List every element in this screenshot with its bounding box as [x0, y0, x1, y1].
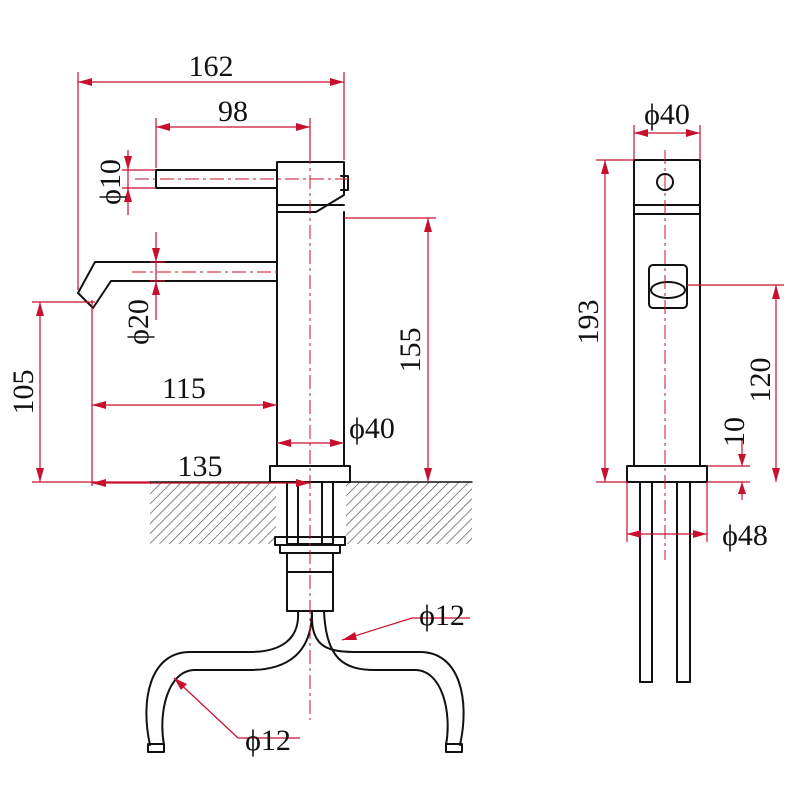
dim-handle-length: 98: [155, 95, 311, 168]
dim-text-phi20: ϕ20: [122, 299, 155, 345]
front-view: 162 98 ϕ10 ϕ20: [7, 50, 473, 757]
supply-hoses: [145, 610, 465, 753]
dim-overall-reach: 162: [77, 50, 345, 290]
dim-text-10: 10: [718, 417, 751, 447]
faucet-body: [276, 211, 345, 467]
dim-text-155: 155: [394, 328, 427, 373]
dim-body-height: 155: [344, 217, 436, 482]
dim-outlet-height: 120: [687, 284, 784, 482]
side-body: [626, 159, 708, 683]
dim-spout-diameter: ϕ20: [122, 232, 165, 345]
dim-text-phi12-left: ϕ12: [245, 724, 291, 757]
spout: [77, 261, 278, 309]
dim-text-phi48: ϕ48: [722, 519, 768, 552]
dim-spout-height: 105: [7, 301, 150, 483]
dim-top-diameter: ϕ40: [633, 98, 701, 160]
dim-text-phi12-right: ϕ12: [419, 599, 465, 632]
dim-text-120: 120: [744, 358, 777, 403]
dim-base-height: 10: [707, 417, 751, 500]
dim-text-193: 193: [572, 300, 605, 345]
dim-text-162: 162: [189, 50, 234, 83]
side-view: ϕ40 193 120 10: [572, 98, 784, 683]
handle-lever: [155, 161, 349, 213]
dim-text-135: 135: [178, 450, 223, 483]
dim-overall-height: 193: [572, 159, 634, 483]
countertop-section: [149, 481, 473, 544]
dim-text-phi40-front: ϕ40: [349, 412, 395, 445]
dim-base-reach: 135: [92, 450, 310, 487]
dim-text-phi40-side: ϕ40: [644, 98, 690, 131]
dim-text-98: 98: [218, 95, 248, 128]
dim-text-phi10: ϕ10: [94, 159, 127, 205]
dim-text-115: 115: [162, 372, 206, 405]
dim-text-105: 105: [7, 370, 40, 415]
dim-handle-diameter: ϕ10: [94, 150, 156, 215]
dim-spout-reach: 115: [91, 300, 277, 486]
dim-hose-diameter-right: ϕ12: [341, 599, 470, 641]
dim-base-diameter: ϕ48: [626, 482, 768, 552]
dim-hose-diameter-left: ϕ12: [173, 677, 300, 757]
dim-body-diameter: ϕ40: [277, 412, 395, 447]
